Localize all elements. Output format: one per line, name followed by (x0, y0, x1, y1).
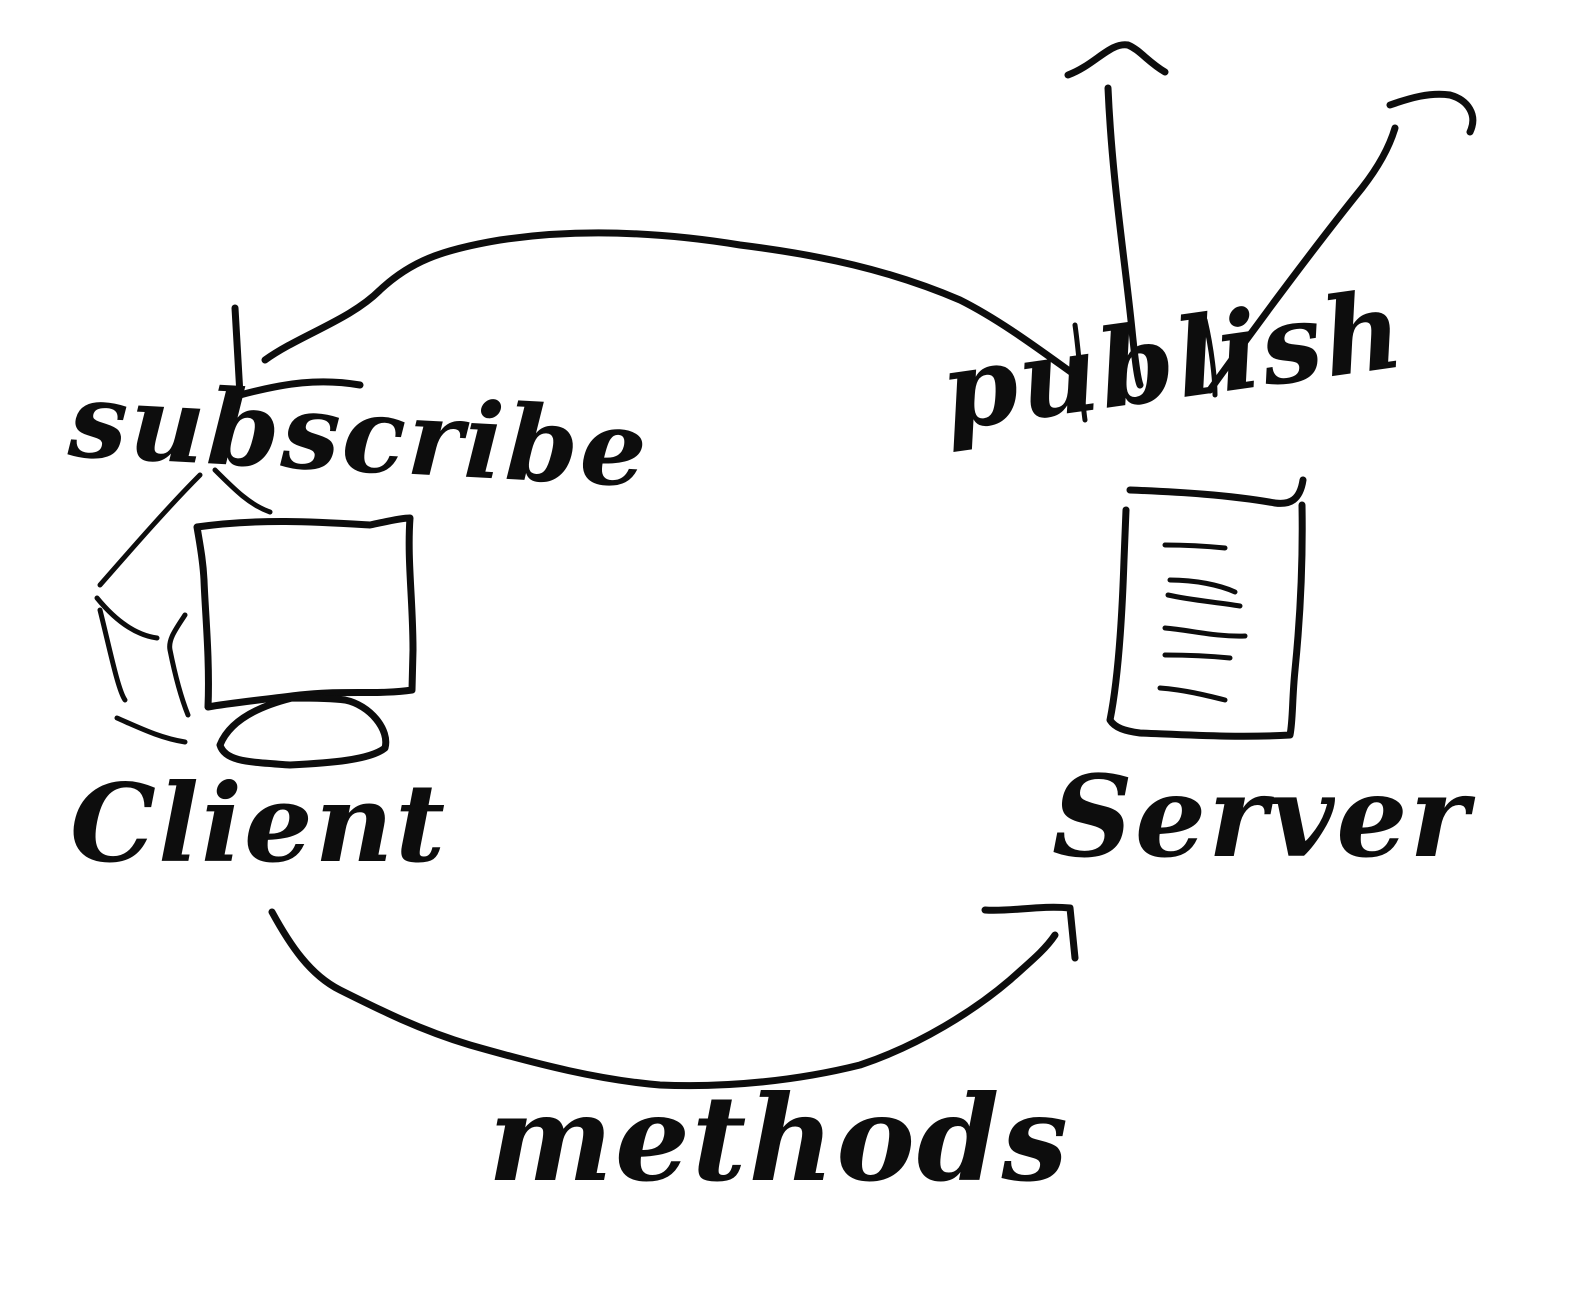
publish-ink-strokes (1072, 317, 1218, 423)
client-label: Client (70, 761, 448, 887)
subscribe-label: subscribe (66, 358, 652, 512)
server-tower-icon (1106, 476, 1307, 740)
server-label: Server (1052, 752, 1471, 883)
subscribe-arrow (231, 229, 1079, 399)
publish-arrows (1064, 41, 1477, 394)
desktop-computer-icon (94, 467, 417, 769)
methods-arrow (268, 903, 1079, 1090)
methods-label: methods (488, 1069, 1070, 1208)
